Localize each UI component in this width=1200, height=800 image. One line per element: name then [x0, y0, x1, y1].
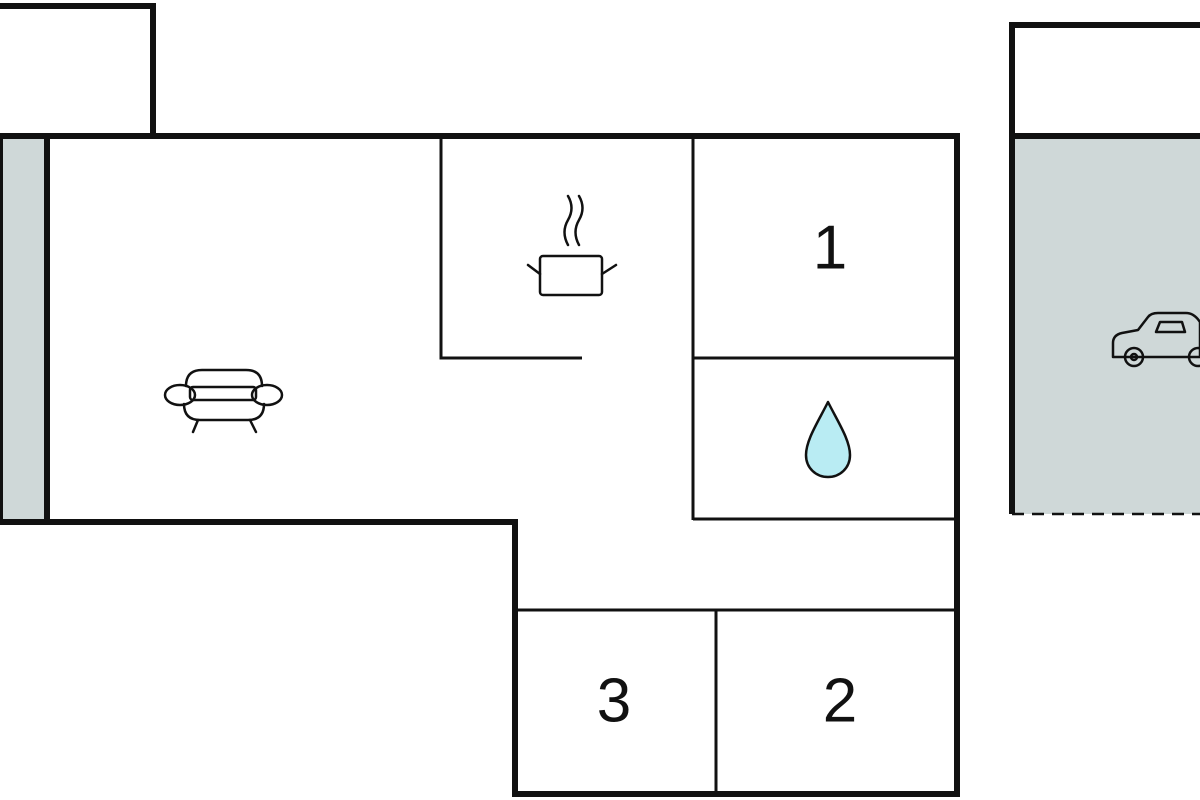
cooking-pot-icon [526, 194, 618, 297]
main-house-outer-wall [0, 133, 960, 797]
room-label-bedroom-2: 2 [823, 666, 857, 735]
garage-wall [1009, 22, 1200, 514]
garage-floor-area [1012, 136, 1200, 514]
room-label-bedroom-1: 1 [813, 213, 847, 282]
left-terrace-area [0, 136, 47, 521]
sofa-icon [163, 368, 284, 434]
water-drop-icon [804, 400, 852, 479]
room-label-bedroom-3: 3 [597, 666, 631, 735]
top-left-annex-wall [0, 3, 156, 136]
kitchen-partition-wall [439, 138, 582, 360]
car-icon [1111, 311, 1200, 368]
